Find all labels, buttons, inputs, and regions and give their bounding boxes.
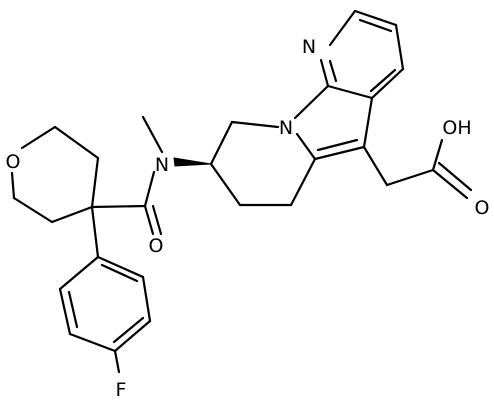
atom-labels: N N N O O OH O F: [6, 36, 490, 401]
pyrrole-ring: [293, 84, 374, 161]
pyran-oxygen-label: O: [6, 151, 21, 173]
carbonyl-oxygen-label: O: [149, 235, 164, 257]
indole-nitrogen-label: N: [279, 117, 293, 139]
oxane-ring: [10, 125, 100, 224]
fluorine-label: F: [116, 379, 127, 401]
piperidine-ring: [209, 120, 317, 207]
pyridine-ring: [319, 9, 405, 100]
fluorophenyl-ring: [58, 205, 152, 374]
amide-linkage: [90, 115, 164, 236]
acid-oxygen-label: O: [475, 197, 490, 219]
acetic-acid-chain: [362, 138, 473, 200]
bonds: [10, 9, 473, 374]
amide-nitrogen-label: N: [155, 154, 169, 176]
pyridine-nitrogen-label: N: [302, 36, 316, 58]
hydroxyl-label: OH: [442, 117, 471, 139]
stereo-wedge-bond: [173, 157, 212, 167]
